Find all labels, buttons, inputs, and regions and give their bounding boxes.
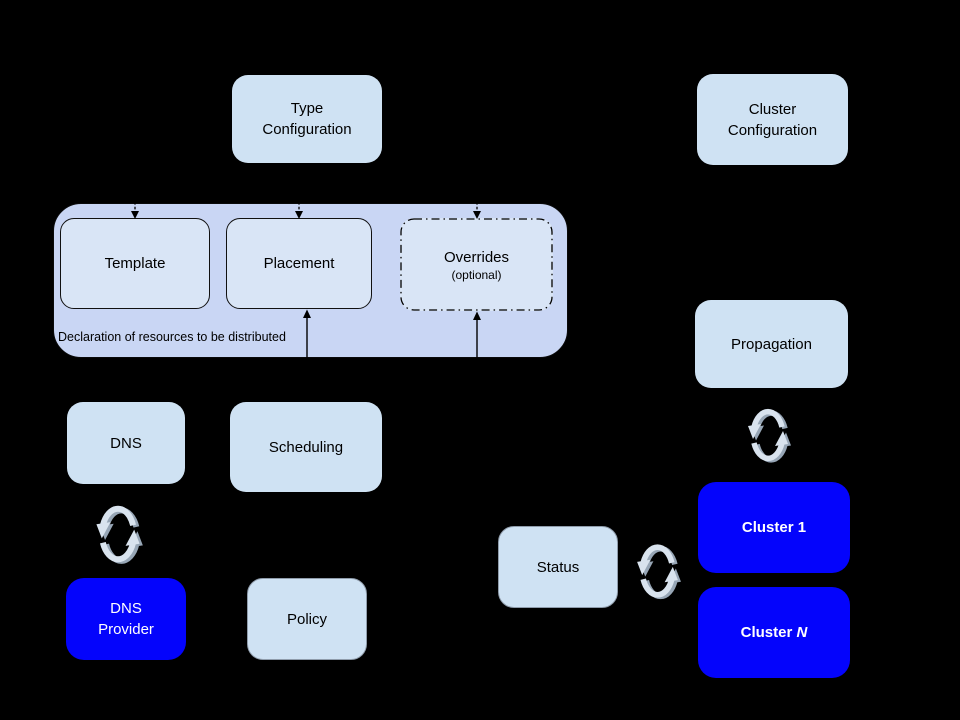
node-label-italic-suffix: N: [796, 624, 808, 641]
dashed-down-arrow: [295, 202, 303, 219]
node-cluster-configuration: Cluster Configuration: [697, 74, 848, 165]
node-label: Cluster: [748, 100, 797, 118]
node-cluster-n: Cluster N: [698, 587, 850, 678]
dash-dot-border: [400, 218, 553, 311]
node-sublabel: (optional): [451, 267, 502, 282]
dashed-down-arrow: [131, 202, 139, 219]
node-label: Placement: [263, 255, 335, 272]
node-label: Overrides: [443, 248, 510, 266]
group-caption: Declaration of resources to be distribut…: [58, 330, 286, 344]
node-scheduling: Scheduling: [230, 402, 382, 492]
node-label: DNS: [110, 434, 142, 452]
dashed-down-arrow: [473, 202, 481, 219]
node-policy: Policy: [247, 578, 367, 660]
node-label: DNS: [110, 600, 142, 617]
node-cluster-1: Cluster 1: [698, 482, 850, 573]
node-status: Status: [498, 526, 618, 608]
node-label: Type: [290, 100, 324, 117]
node-overrides: Overrides (optional): [400, 218, 553, 311]
node-label: Policy: [286, 610, 327, 628]
node-dns-provider: DNS Provider: [66, 578, 186, 660]
node-dns: DNS: [67, 402, 185, 484]
sync-arrows-icon: [637, 544, 681, 600]
node-label: Propagation: [731, 335, 812, 353]
sync-arrows-icon: [96, 505, 143, 564]
node-label: Configuration: [727, 121, 818, 139]
node-label: Template: [104, 255, 166, 272]
node-propagation: Propagation: [695, 300, 848, 388]
node-template: Template: [60, 218, 210, 309]
node-label: Configuration: [262, 121, 352, 138]
node-type-configuration: Type Configuration: [232, 75, 382, 163]
node-label: Cluster 1: [741, 519, 807, 536]
node-label: Status: [536, 558, 580, 576]
up-arrow: [473, 311, 481, 358]
node-placement: Placement: [226, 218, 372, 309]
node-label: Cluster N: [740, 624, 808, 641]
node-label: Provider: [98, 621, 154, 638]
up-arrow: [303, 309, 311, 358]
sync-arrows-icon: [748, 408, 791, 463]
node-label: Scheduling: [268, 438, 344, 456]
